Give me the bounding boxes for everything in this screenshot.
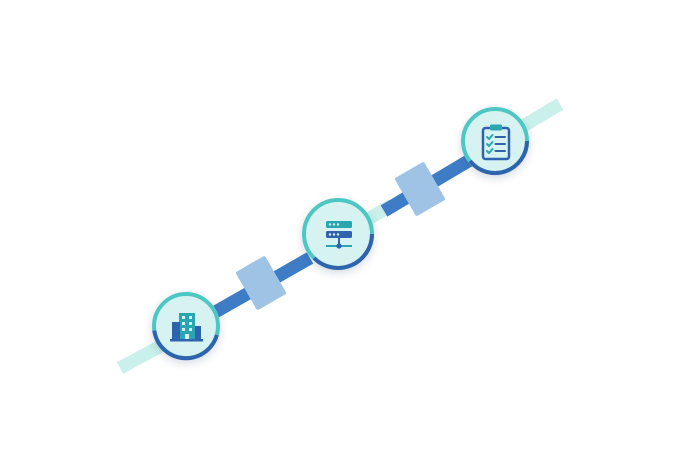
track-light-segment-right — [516, 98, 564, 134]
office-building-icon — [170, 313, 203, 342]
checklist-clipboard-icon — [481, 124, 511, 161]
connector-block-1 — [236, 256, 286, 310]
connector-block-2 — [395, 162, 445, 216]
node-clipboard — [461, 107, 529, 176]
server-network-icon — [326, 221, 352, 249]
